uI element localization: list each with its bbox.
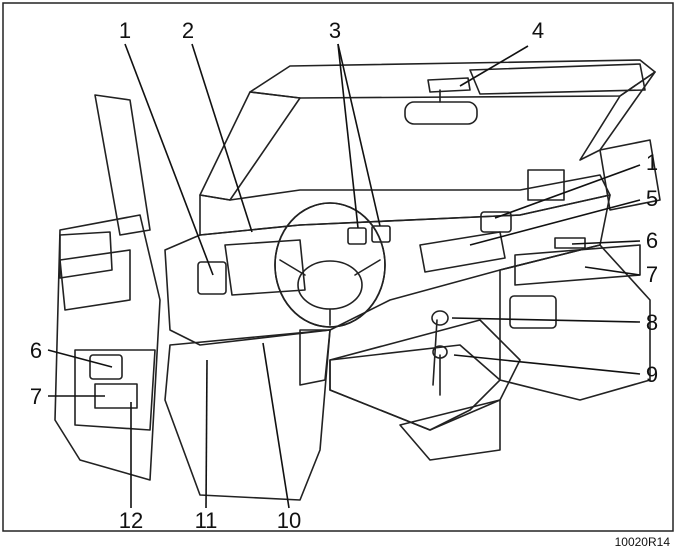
leader-1-left: [124, 43, 214, 276]
callout-9: 9: [646, 362, 658, 387]
callout-2: 2: [182, 18, 194, 43]
callout-labels: 1 2 3 4 1 5 6 7 8 9 6 7 12 11 10: [30, 18, 658, 533]
leader-5: [469, 199, 641, 246]
callout-12: 12: [119, 508, 143, 533]
callout-1-top: 1: [119, 18, 131, 43]
leader-7-right: [584, 266, 641, 276]
callout-4: 4: [532, 18, 544, 43]
callout-6-left: 6: [30, 338, 42, 363]
leader-1-right: [494, 164, 641, 219]
callout-6-right: 6: [646, 228, 658, 253]
leader-3a: [337, 43, 359, 229]
leader-11: [205, 359, 208, 509]
callout-7-left: 7: [30, 384, 42, 409]
callout-3: 3: [329, 18, 341, 43]
leader-9: [453, 354, 641, 375]
leader-3b: [337, 43, 381, 227]
callout-11: 11: [195, 508, 218, 533]
leader-4: [459, 45, 529, 87]
figure-code: 10020R14: [615, 535, 671, 549]
callout-1-right: 1: [646, 150, 658, 175]
callout-5: 5: [646, 186, 658, 211]
leader-6-left: [47, 349, 113, 368]
leader-2: [191, 43, 253, 233]
callout-10: 10: [277, 508, 301, 533]
leader-8: [451, 317, 641, 323]
figure-frame: [2, 2, 674, 532]
callout-8: 8: [646, 310, 658, 335]
leader-6-right: [571, 240, 641, 245]
leader-lines: [47, 43, 641, 509]
callout-7-right: 7: [646, 262, 658, 287]
leader-10: [262, 342, 290, 509]
